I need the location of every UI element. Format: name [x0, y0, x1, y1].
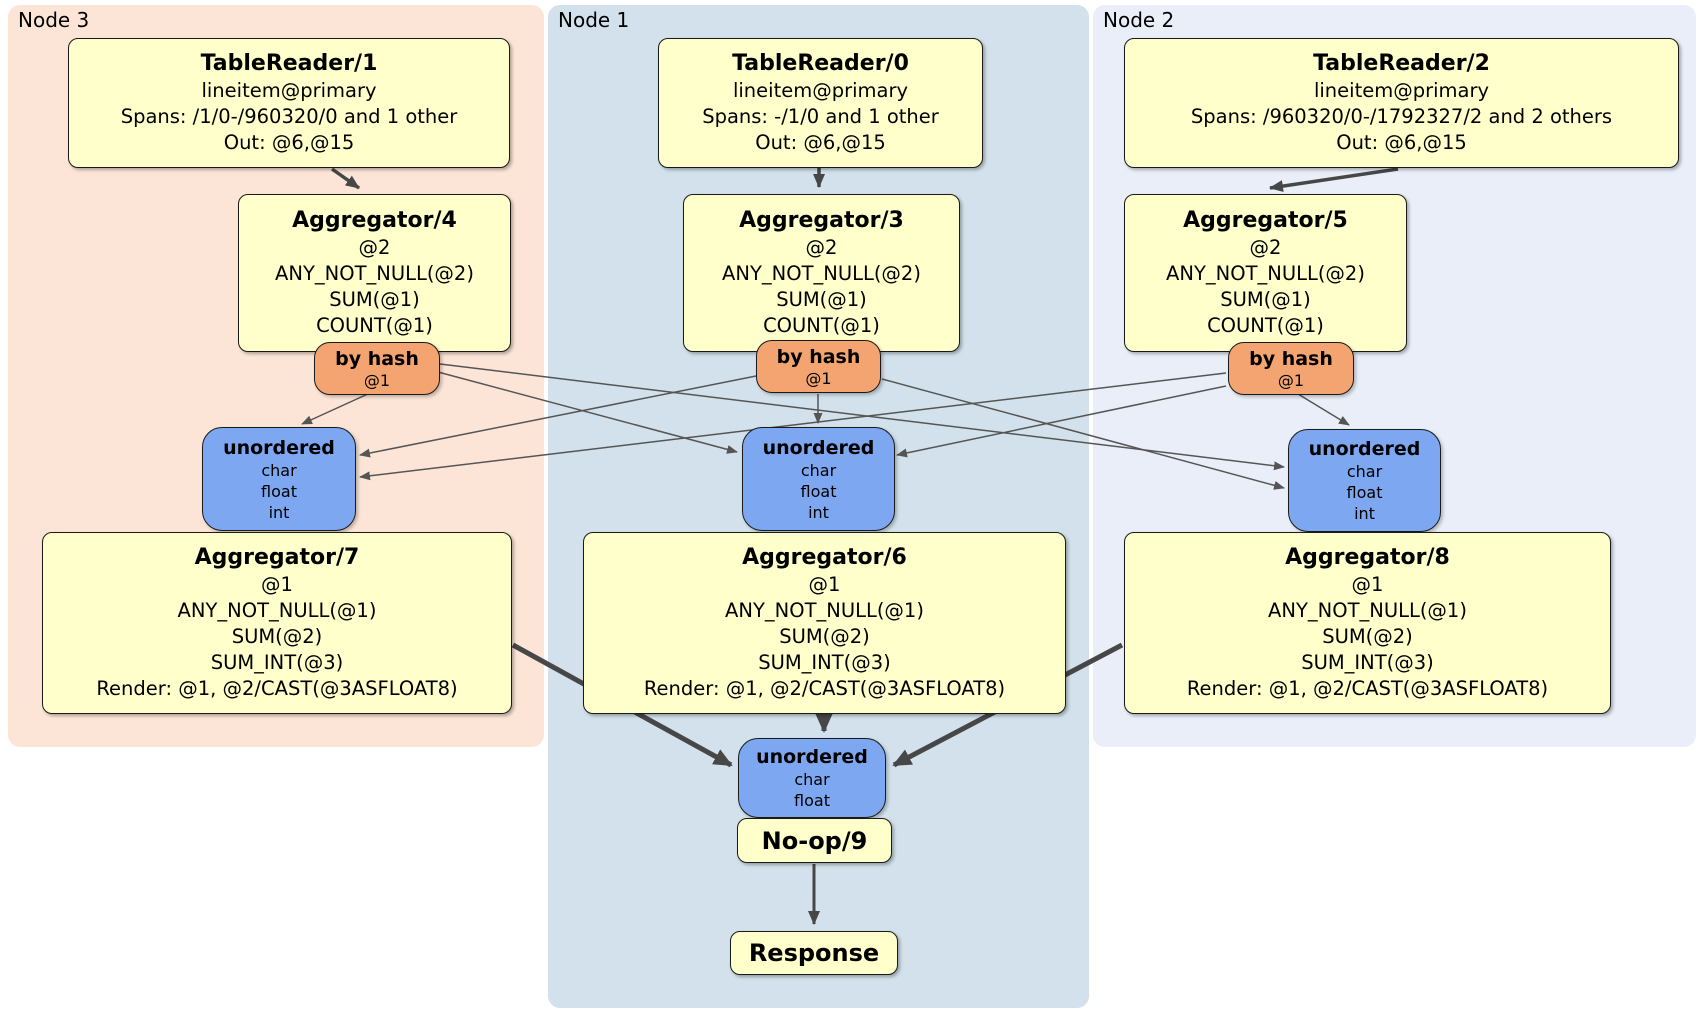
sync-unordered-node3: unordered char float int [202, 427, 356, 531]
processor-title: Aggregator/4 [292, 208, 457, 233]
processor-title: Aggregator/8 [1285, 545, 1450, 570]
node-2-label: Node 2 [1103, 8, 1175, 32]
node-3-label: Node 3 [18, 8, 90, 32]
final-sync-unordered: unordered char float [738, 738, 886, 818]
sync-unordered-node1: unordered char float int [742, 427, 895, 531]
processor-tablereader-1: TableReader/1 lineitem@primary Spans: /1… [68, 38, 510, 168]
processor-title: TableReader/0 [732, 51, 909, 76]
processor-aggregator-7: Aggregator/7 @1 ANY_NOT_NULL(@1) SUM(@2)… [42, 532, 512, 714]
tablereader-aggregator-edges [330, 167, 1399, 193]
sync-unordered-node2: unordered char float int [1288, 429, 1441, 532]
processor-title: TableReader/1 [200, 51, 378, 76]
processor-title: Aggregator/3 [739, 208, 904, 233]
processor-tablereader-0: TableReader/0 lineitem@primary Spans: -/… [658, 38, 983, 168]
processor-title: Aggregator/6 [742, 545, 907, 570]
router-by-hash-node3: by hash @1 [314, 342, 440, 395]
processor-noop-9: No-op/9 [737, 818, 892, 863]
processor-title: Aggregator/5 [1183, 208, 1348, 233]
processor-aggregator-4: Aggregator/4 @2 ANY_NOT_NULL(@2) SUM(@1)… [238, 194, 511, 352]
processor-aggregator-3: Aggregator/3 @2 ANY_NOT_NULL(@2) SUM(@1)… [683, 194, 960, 352]
processor-aggregator-6: Aggregator/6 @1 ANY_NOT_NULL(@1) SUM(@2)… [583, 532, 1066, 714]
router-by-hash-node2: by hash @1 [1228, 342, 1354, 395]
processor-title: TableReader/2 [1313, 51, 1490, 76]
processor-tablereader-2: TableReader/2 lineitem@primary Spans: /9… [1124, 38, 1679, 168]
router-by-hash-node1: by hash @1 [756, 340, 881, 393]
router-sync-edges [301, 363, 1350, 490]
processor-aggregator-8: Aggregator/8 @1 ANY_NOT_NULL(@1) SUM(@2)… [1124, 532, 1611, 714]
processor-aggregator-5: Aggregator/5 @2 ANY_NOT_NULL(@2) SUM(@1)… [1124, 194, 1407, 352]
node-1-label: Node 1 [558, 8, 630, 32]
response-box: Response [730, 931, 898, 975]
processor-title: Aggregator/7 [194, 545, 360, 570]
